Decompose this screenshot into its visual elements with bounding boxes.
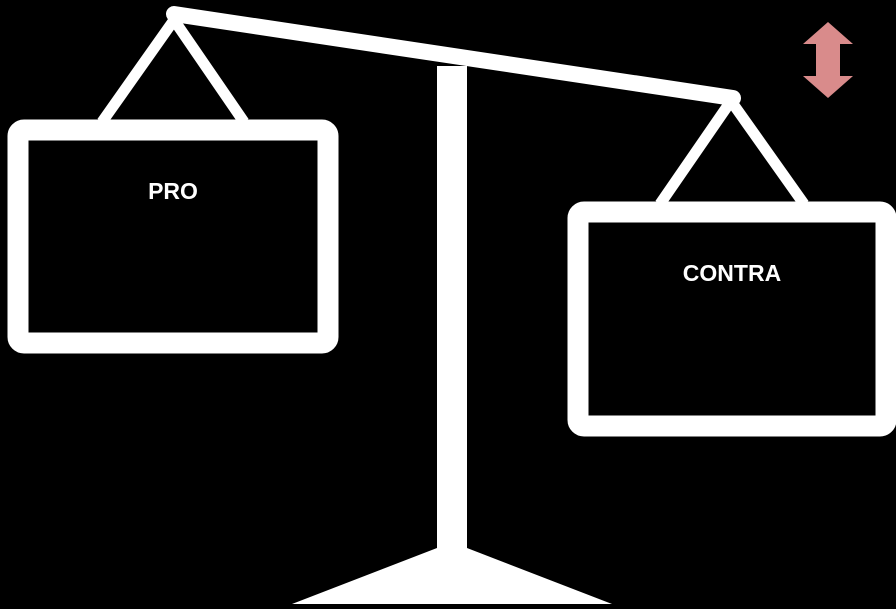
up-down-arrow-icon [803, 22, 853, 98]
scale-base [292, 548, 612, 604]
contra-pan [567, 201, 896, 437]
scale-pole [437, 66, 467, 550]
left-pan-hanger [97, 14, 249, 126]
scale-beam [166, 6, 741, 106]
pro-label: PRO [148, 178, 198, 204]
pro-pan [7, 119, 339, 354]
up-down-arrow-shape [803, 22, 853, 98]
right-pan-hanger [655, 95, 809, 208]
contra-label: CONTRA [682, 260, 782, 286]
